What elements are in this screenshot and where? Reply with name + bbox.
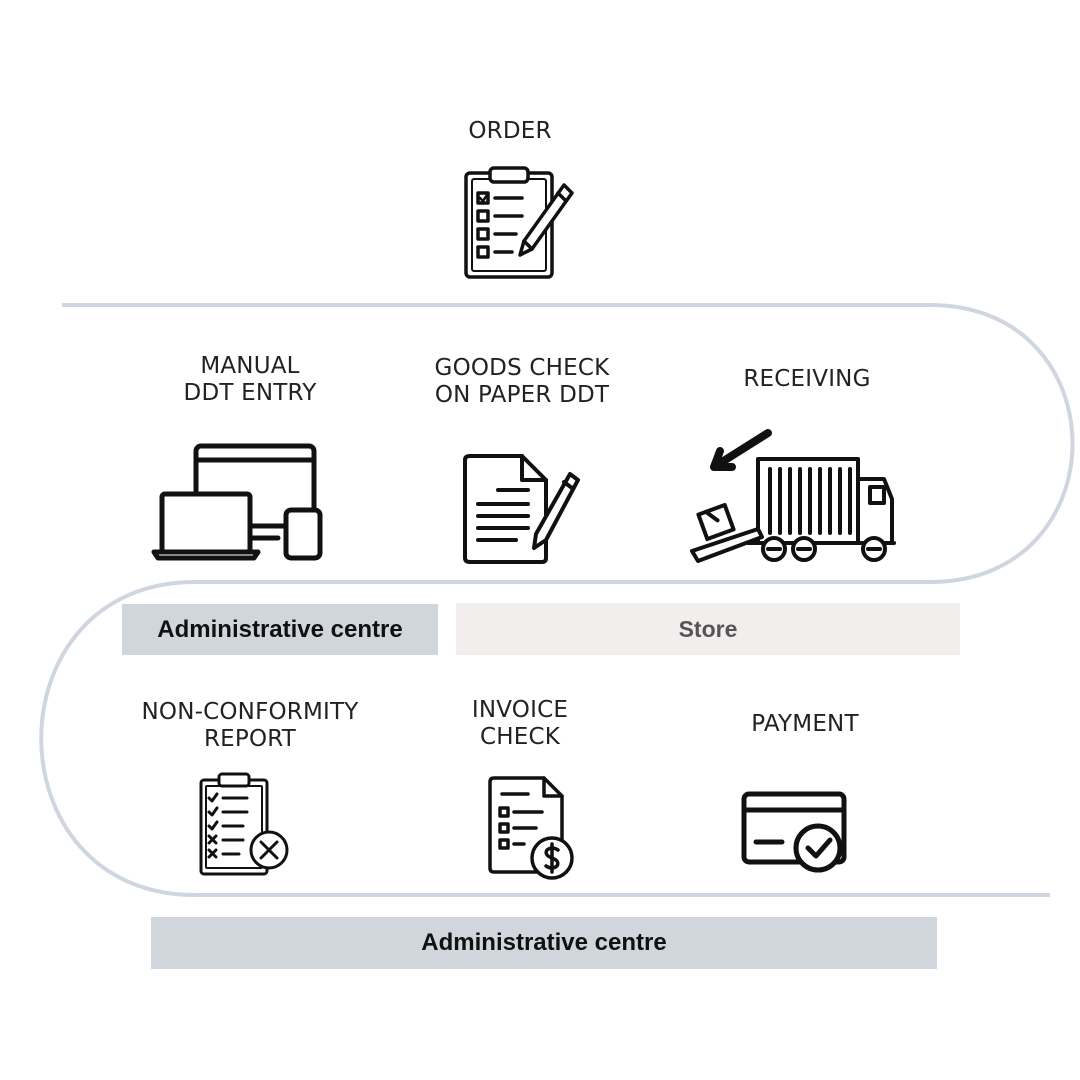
step-label-payment: PAYMENT [751, 711, 859, 737]
step-label-order: ORDER [468, 118, 552, 144]
delivery-truck-icon [690, 429, 896, 563]
department-band-administrative: Administrative centre [122, 604, 438, 655]
department-band-store: Store [456, 603, 960, 655]
document-pen-icon [463, 454, 580, 564]
clipboard-checklist-pencil-icon [464, 166, 574, 279]
devices-icon [151, 443, 323, 561]
card-check-icon [741, 791, 847, 873]
step-label-invoice-check: INVOICE CHECK [471, 697, 569, 750]
step-label-manual-ddt-entry: MANUAL DDT ENTRY [183, 353, 317, 406]
step-label-receiving: RECEIVING [743, 366, 871, 392]
clipboard-reject-icon [199, 772, 289, 876]
step-label-goods-check: GOODS CHECK ON PAPER DDT [434, 355, 610, 408]
department-band-administrative-bottom: Administrative centre [151, 917, 937, 969]
step-label-non-conformity: NON-CONFORMITY REPORT [141, 699, 359, 752]
invoice-dollar-icon [488, 776, 574, 880]
